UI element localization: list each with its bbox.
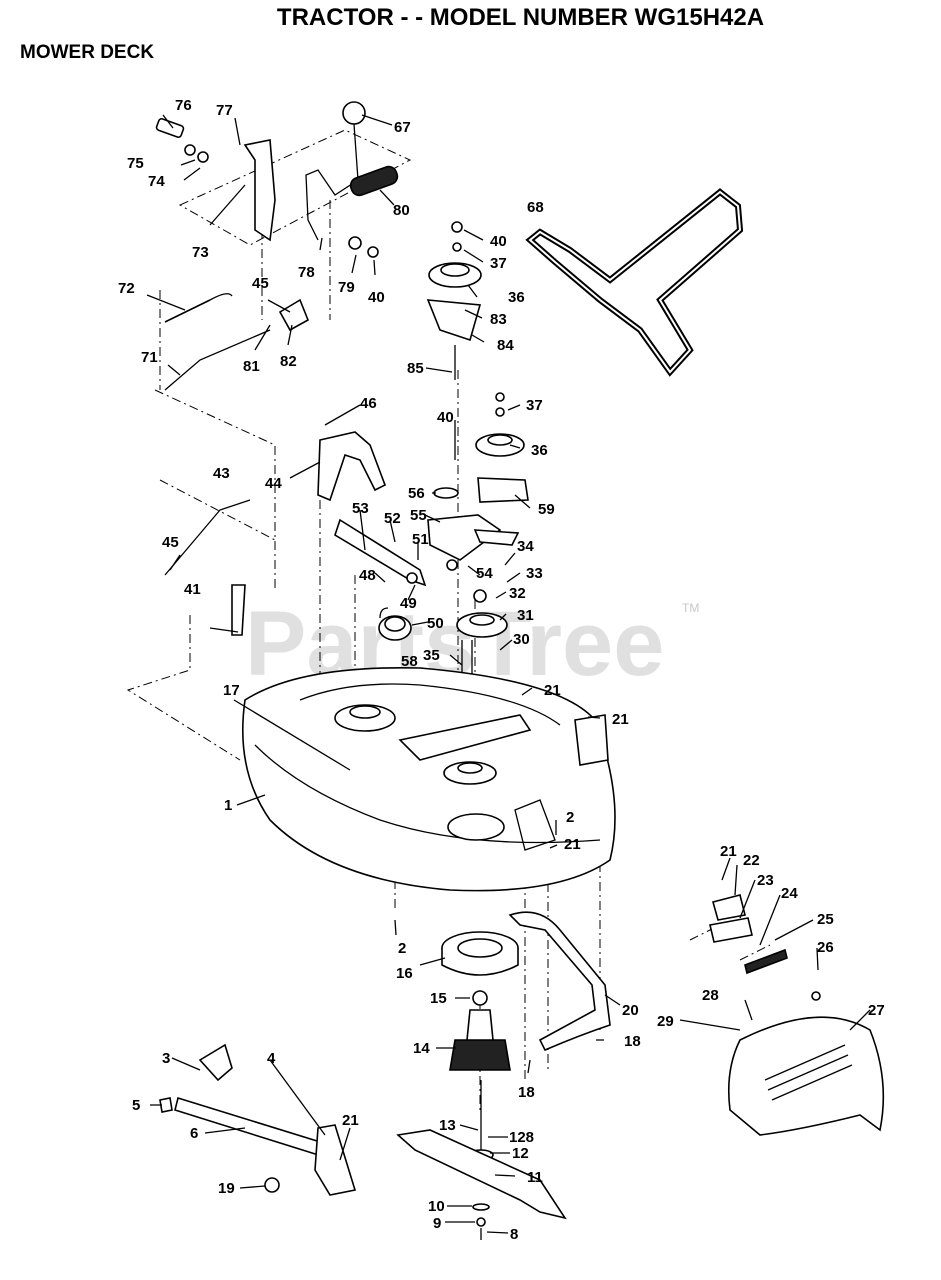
callout-1: 1	[224, 797, 232, 814]
lift-handle-assembly	[155, 101, 399, 258]
callout-26: 26	[817, 939, 834, 956]
callout-31: 31	[517, 607, 534, 624]
callout-58: 58	[401, 653, 418, 670]
callout-21e: 21	[342, 1112, 359, 1129]
callout-18b: 18	[518, 1084, 535, 1101]
callout-77: 77	[216, 102, 233, 119]
callout-17: 17	[223, 682, 240, 699]
callout-40c: 40	[437, 409, 454, 426]
springs-and-rods	[164, 293, 310, 636]
callout-59: 59	[538, 501, 555, 518]
callout-44: 44	[265, 475, 282, 492]
callout-48: 48	[359, 567, 376, 584]
callout-21: 21	[544, 682, 561, 699]
discharge-chute	[709, 894, 885, 1136]
callout-5: 5	[132, 1097, 140, 1114]
callout-labels: 76 77 67 75 74 80 68 73 78 79 40 40 37 3…	[118, 97, 885, 1243]
callout-2: 2	[566, 809, 574, 826]
callout-56: 56	[408, 485, 425, 502]
callout-4: 4	[267, 1050, 276, 1067]
callout-81: 81	[243, 358, 260, 375]
callout-37b: 37	[526, 397, 543, 414]
spindle-and-blade	[396, 931, 567, 1240]
deck-housing	[242, 666, 616, 892]
drive-belt	[525, 188, 744, 377]
page-title: TRACTOR - - MODEL NUMBER WG15H42A	[276, 4, 765, 31]
callout-79: 79	[338, 279, 355, 296]
callout-128: 128	[509, 1129, 534, 1146]
callout-16: 16	[396, 965, 413, 982]
idler-arm-and-spring	[334, 518, 427, 641]
callout-8: 8	[510, 1226, 518, 1243]
callout-19: 19	[218, 1180, 235, 1197]
callout-27: 27	[868, 1002, 885, 1019]
callout-53: 53	[352, 500, 369, 517]
callout-33: 33	[526, 565, 543, 582]
callout-83: 83	[490, 311, 507, 328]
callout-3: 3	[162, 1050, 170, 1067]
callout-24: 24	[781, 885, 798, 902]
callout-13: 13	[439, 1117, 456, 1134]
callout-43: 43	[213, 465, 230, 482]
callout-41: 41	[184, 581, 201, 598]
callout-37: 37	[490, 255, 507, 272]
callout-84: 84	[497, 337, 514, 354]
callout-9: 9	[433, 1215, 441, 1232]
callout-2b: 2	[398, 940, 406, 957]
idler-pulley-assembly	[426, 221, 529, 690]
callout-12: 12	[512, 1145, 529, 1162]
callout-15: 15	[430, 990, 447, 1007]
callout-14: 14	[413, 1040, 430, 1057]
belt-guide	[317, 431, 387, 502]
callout-21c: 21	[564, 836, 581, 853]
callout-21b: 21	[612, 711, 629, 728]
callout-82: 82	[280, 353, 297, 370]
leader-lines	[146, 114, 871, 1234]
callout-29: 29	[657, 1013, 674, 1030]
hanger-bars	[159, 1043, 357, 1196]
callout-20: 20	[622, 1002, 639, 1019]
callout-49: 49	[400, 595, 417, 612]
callout-40: 40	[368, 289, 385, 306]
callout-85: 85	[407, 360, 424, 377]
callout-28: 28	[702, 987, 719, 1004]
callout-18: 18	[624, 1033, 641, 1050]
callout-55: 55	[410, 507, 427, 524]
callout-6: 6	[190, 1125, 198, 1142]
callout-71: 71	[141, 349, 158, 366]
callout-76: 76	[175, 97, 192, 114]
callout-68: 68	[527, 199, 544, 216]
callout-73: 73	[192, 244, 209, 261]
callout-52: 52	[384, 510, 401, 527]
callout-80: 80	[393, 202, 410, 219]
callout-32: 32	[509, 585, 526, 602]
callout-34: 34	[517, 538, 534, 555]
callout-74: 74	[148, 173, 165, 190]
callout-51: 51	[412, 531, 429, 548]
callout-45b: 45	[162, 534, 179, 551]
section-title: MOWER DECK	[20, 42, 155, 63]
callout-21d: 21	[720, 843, 737, 860]
watermark-tm: TM	[682, 601, 699, 615]
callout-67: 67	[394, 119, 411, 136]
front-lift-link	[508, 911, 611, 1052]
callout-45: 45	[252, 275, 269, 292]
callout-72: 72	[118, 280, 135, 297]
callout-22: 22	[743, 852, 760, 869]
callout-30: 30	[513, 631, 530, 648]
callout-75: 75	[127, 155, 144, 172]
callout-50: 50	[427, 615, 444, 632]
callout-11: 11	[527, 1169, 543, 1186]
callout-25: 25	[817, 911, 834, 928]
callout-36: 36	[508, 289, 525, 306]
callout-10: 10	[428, 1198, 445, 1215]
callout-40b: 40	[490, 233, 507, 250]
callout-23: 23	[757, 872, 774, 889]
callout-36b: 36	[531, 442, 548, 459]
callout-78: 78	[298, 264, 315, 281]
callout-46: 46	[360, 395, 377, 412]
callout-35: 35	[423, 647, 440, 664]
callout-54: 54	[476, 565, 493, 582]
